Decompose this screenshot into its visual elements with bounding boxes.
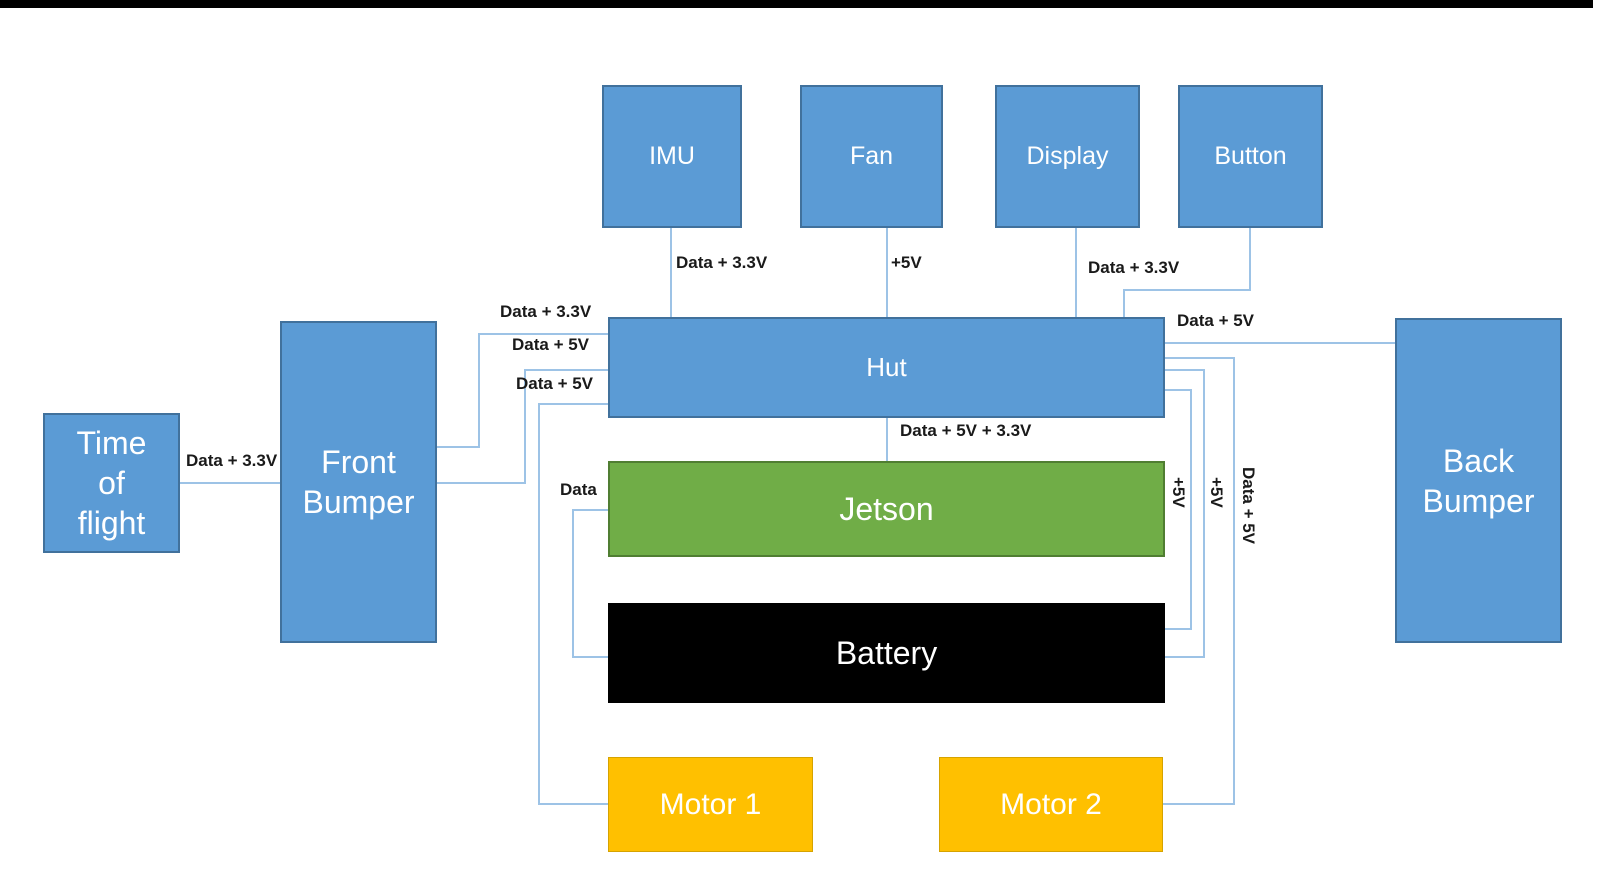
node-motor2-label: Motor 2 <box>1000 787 1102 821</box>
label-imu-hut: Data + 3.3V <box>676 253 768 272</box>
node-button: Button <box>1178 85 1323 228</box>
label-hut-battery-inner: +5V <box>1169 477 1188 508</box>
wire-hut-battery-outer-v <box>1203 369 1205 658</box>
wire-front-bumper-hut-b-h2 <box>524 369 608 371</box>
wire-front-bumper-hut-b-h1 <box>437 482 526 484</box>
node-fan-label: Fan <box>849 141 894 170</box>
label-jetson-battery: Data <box>560 480 597 499</box>
label-front-bumper-hut-a: Data + 3.3V <box>500 302 592 321</box>
label-hut-motor2: Data + 5V <box>1239 467 1258 545</box>
label-tof-front-bumper: Data + 3.3V <box>186 451 278 470</box>
node-jetson: Jetson <box>608 461 1165 557</box>
wire-hut-battery-inner-h1 <box>1165 389 1192 391</box>
node-battery-label: Battery <box>835 635 938 671</box>
wire-button-hut-v2 <box>1123 289 1125 317</box>
wire-hut-back-bumper <box>1165 342 1395 344</box>
wire-hut-battery-outer-h2 <box>1165 656 1205 658</box>
node-fan: Fan <box>800 85 943 228</box>
node-jetson-label: Jetson <box>839 491 934 527</box>
wire-jetson-battery-h2 <box>572 656 608 658</box>
node-imu-label: IMU <box>649 141 695 170</box>
wire-front-bumper-hut-a-v <box>478 333 480 448</box>
node-battery: Battery <box>608 603 1165 703</box>
node-back-bumper: Back Bumper <box>1395 318 1562 643</box>
node-front-bumper-label: Front Bumper <box>302 444 415 520</box>
wire-hut-battery-outer-h1 <box>1165 369 1205 371</box>
wire-hut-motor2-h1 <box>1165 357 1235 359</box>
node-display: Display <box>995 85 1140 228</box>
wire-jetson-battery-h1 <box>572 509 608 511</box>
node-time-of-flight: Time of flight <box>43 413 180 553</box>
wire-button-hut-h <box>1123 289 1251 291</box>
label-hut-battery-outer: +5V <box>1207 477 1226 508</box>
node-hut: Hut <box>608 317 1165 418</box>
label-hut-back-bumper: Data + 5V <box>1177 311 1255 330</box>
wire-hut-motor2-v <box>1233 357 1235 805</box>
label-fan-hut: +5V <box>891 253 922 272</box>
wire-button-hut-v1 <box>1249 228 1251 289</box>
wire-hut-battery-inner-h2 <box>1165 628 1192 630</box>
node-display-label: Display <box>1026 141 1109 170</box>
wire-imu-hut <box>670 228 672 317</box>
label-hut-jetson: Data + 5V + 3.3V <box>900 421 1032 440</box>
node-hut-label: Hut <box>866 352 907 383</box>
wire-front-bumper-hut-b-v <box>524 369 526 484</box>
top-border-bar <box>0 0 1593 8</box>
wire-hut-motor1-h1 <box>538 403 608 405</box>
node-back-bumper-label: Back Bumper <box>1422 442 1535 519</box>
wire-display-hut <box>1075 228 1077 317</box>
node-time-of-flight-label: Time of flight <box>76 425 147 541</box>
node-motor1: Motor 1 <box>608 757 813 852</box>
wire-hut-battery-inner-v <box>1190 389 1192 630</box>
wire-hut-motor2-h2 <box>1163 803 1235 805</box>
wire-fan-hut <box>886 228 888 317</box>
label-hut-motor1: Data + 5V <box>516 374 594 393</box>
node-front-bumper: Front Bumper <box>280 321 437 643</box>
node-motor1-label: Motor 1 <box>659 787 762 821</box>
wire-hut-motor1-h2 <box>538 803 608 805</box>
node-button-label: Button <box>1214 141 1287 170</box>
wire-front-bumper-hut-a-h1 <box>437 446 480 448</box>
wire-hut-jetson <box>886 418 888 461</box>
wire-tof-front-bumper <box>180 482 280 484</box>
label-display-hut: Data + 3.3V <box>1088 258 1180 277</box>
wire-hut-motor1-v <box>538 403 540 805</box>
node-imu: IMU <box>602 85 742 228</box>
node-motor2: Motor 2 <box>939 757 1163 852</box>
wire-front-bumper-hut-a-h2 <box>478 333 608 335</box>
wire-jetson-battery-v <box>572 509 574 658</box>
label-front-bumper-hut-b: Data + 5V <box>512 335 590 354</box>
